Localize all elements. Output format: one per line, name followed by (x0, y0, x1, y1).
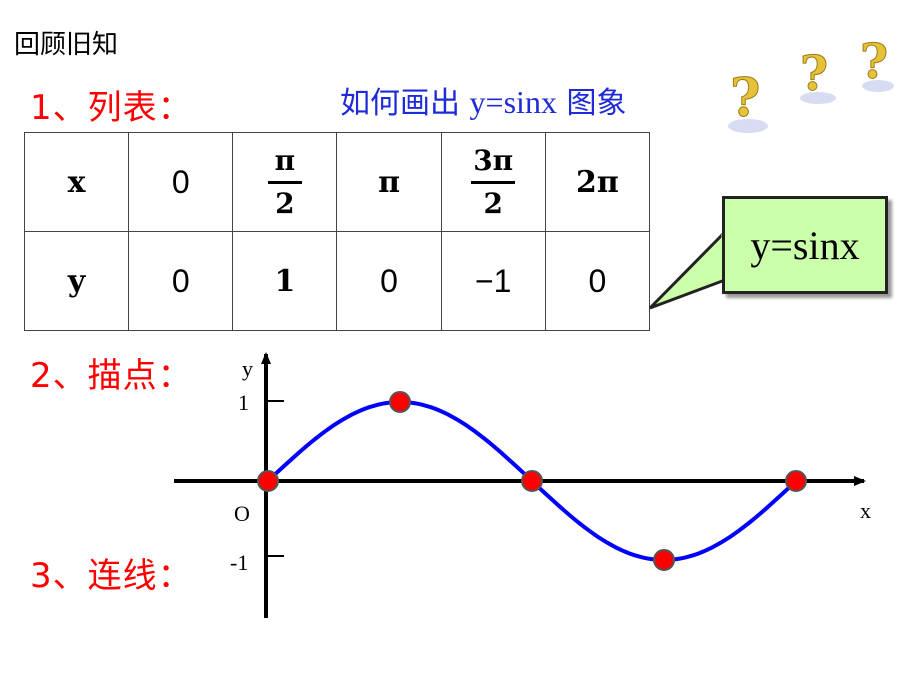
question-suffix: 图象 (566, 86, 627, 121)
step-connect-lines: 3、连线： (30, 556, 193, 596)
question-text: 如何画出 y=sinx 图象 (340, 78, 626, 122)
origin-label: O (234, 501, 250, 526)
data-point (389, 391, 411, 413)
step-plot-points: 2、描点： (30, 356, 193, 396)
formula-callout: y=sinx (722, 196, 888, 294)
table-cell-x-0: 0 (128, 132, 234, 232)
svg-text:?: ? (860, 34, 888, 90)
table-cell-y-2: 0 (336, 231, 442, 331)
table-cell-y-4: 0 (544, 231, 651, 331)
question-mark-icon: ? (800, 46, 836, 104)
data-point (257, 470, 279, 492)
x-axis-label: x (860, 498, 871, 523)
step-list-table: 1、列表： (30, 88, 193, 128)
data-points (257, 391, 807, 571)
review-title: 回顾旧知 (14, 30, 119, 60)
data-point (521, 470, 543, 492)
y-axis-label: y (242, 356, 253, 381)
sine-graph: y x O 1 -1 (174, 352, 871, 618)
question-mark-icon: ? (728, 68, 768, 133)
data-point (653, 549, 675, 571)
y-tick-label-minus-1: -1 (230, 550, 248, 575)
question-equation: y=sinx (469, 84, 557, 120)
table-cell-x-4: 2π (544, 132, 651, 232)
callout-pointer (648, 228, 727, 310)
table-cell-x-2: π (336, 132, 442, 232)
table-cell-y-1: 1 (232, 231, 338, 331)
table-header-y: y (23, 231, 130, 331)
data-point (785, 470, 807, 492)
table-cell-y-0: 0 (128, 231, 234, 331)
y-tick-label-1: 1 (238, 390, 249, 415)
table-cell-y-3: −1 (440, 231, 546, 331)
svg-text:?: ? (730, 68, 760, 129)
question-mark-icon: ? (860, 34, 894, 92)
question-marks-decoration: ? ? ? (728, 34, 894, 133)
svg-text:?: ? (800, 46, 828, 102)
table-header-x: x (23, 132, 130, 232)
table-row-y: y 0 1 0 −1 0 (23, 231, 651, 331)
question-prefix: 如何画出 (340, 86, 460, 121)
